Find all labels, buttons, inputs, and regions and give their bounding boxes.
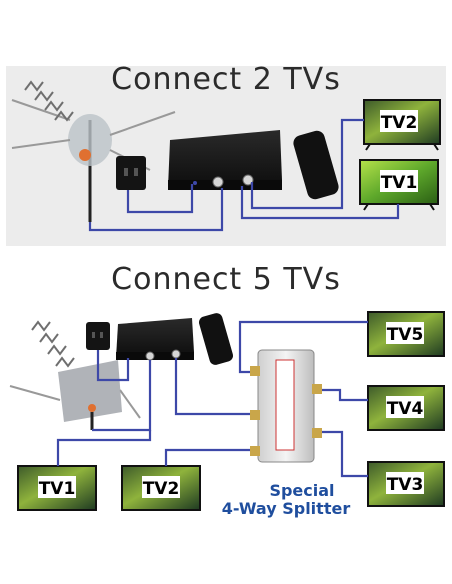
heading-connect-5-tvs: Connect 5 TVs xyxy=(111,262,341,297)
remote-control-top xyxy=(293,130,339,200)
tv5-bottom: TV5 xyxy=(367,311,445,357)
tv1-top-label: TV1 xyxy=(381,173,418,193)
tv4-label: TV4 xyxy=(387,399,424,419)
tv2-top: TV2 xyxy=(363,99,441,151)
tv2-bottom: TV2 xyxy=(121,465,201,511)
amplifier-box-bottom xyxy=(116,318,194,361)
heading-connect-2-tvs: Connect 2 TVs xyxy=(111,62,341,97)
tv3-label: TV3 xyxy=(387,475,424,495)
tv1-bottom-label: TV1 xyxy=(39,479,76,499)
tv5-label: TV5 xyxy=(387,325,424,345)
tv4-bottom: TV4 xyxy=(367,385,445,431)
outdoor-antenna-top xyxy=(11,80,176,222)
power-adapter-top xyxy=(116,156,146,190)
power-adapter-bottom xyxy=(86,322,110,350)
cables-top xyxy=(88,118,400,232)
outdoor-antenna-bottom xyxy=(9,320,141,430)
tv2-top-label: TV2 xyxy=(381,113,418,133)
cables-bottom xyxy=(56,320,368,478)
tv1-bottom: TV1 xyxy=(17,465,97,511)
tv1-top: TV1 xyxy=(359,159,439,211)
tv3-bottom: TV3 xyxy=(367,461,445,507)
splitter-label-line2: 4-Way Splitter xyxy=(222,499,351,518)
four-way-splitter xyxy=(250,349,322,463)
remote-control-bottom xyxy=(198,313,234,365)
tv2-bottom-label: TV2 xyxy=(143,479,180,499)
splitter-label-line1: Special xyxy=(269,481,334,500)
amplifier-box-top xyxy=(168,130,282,190)
